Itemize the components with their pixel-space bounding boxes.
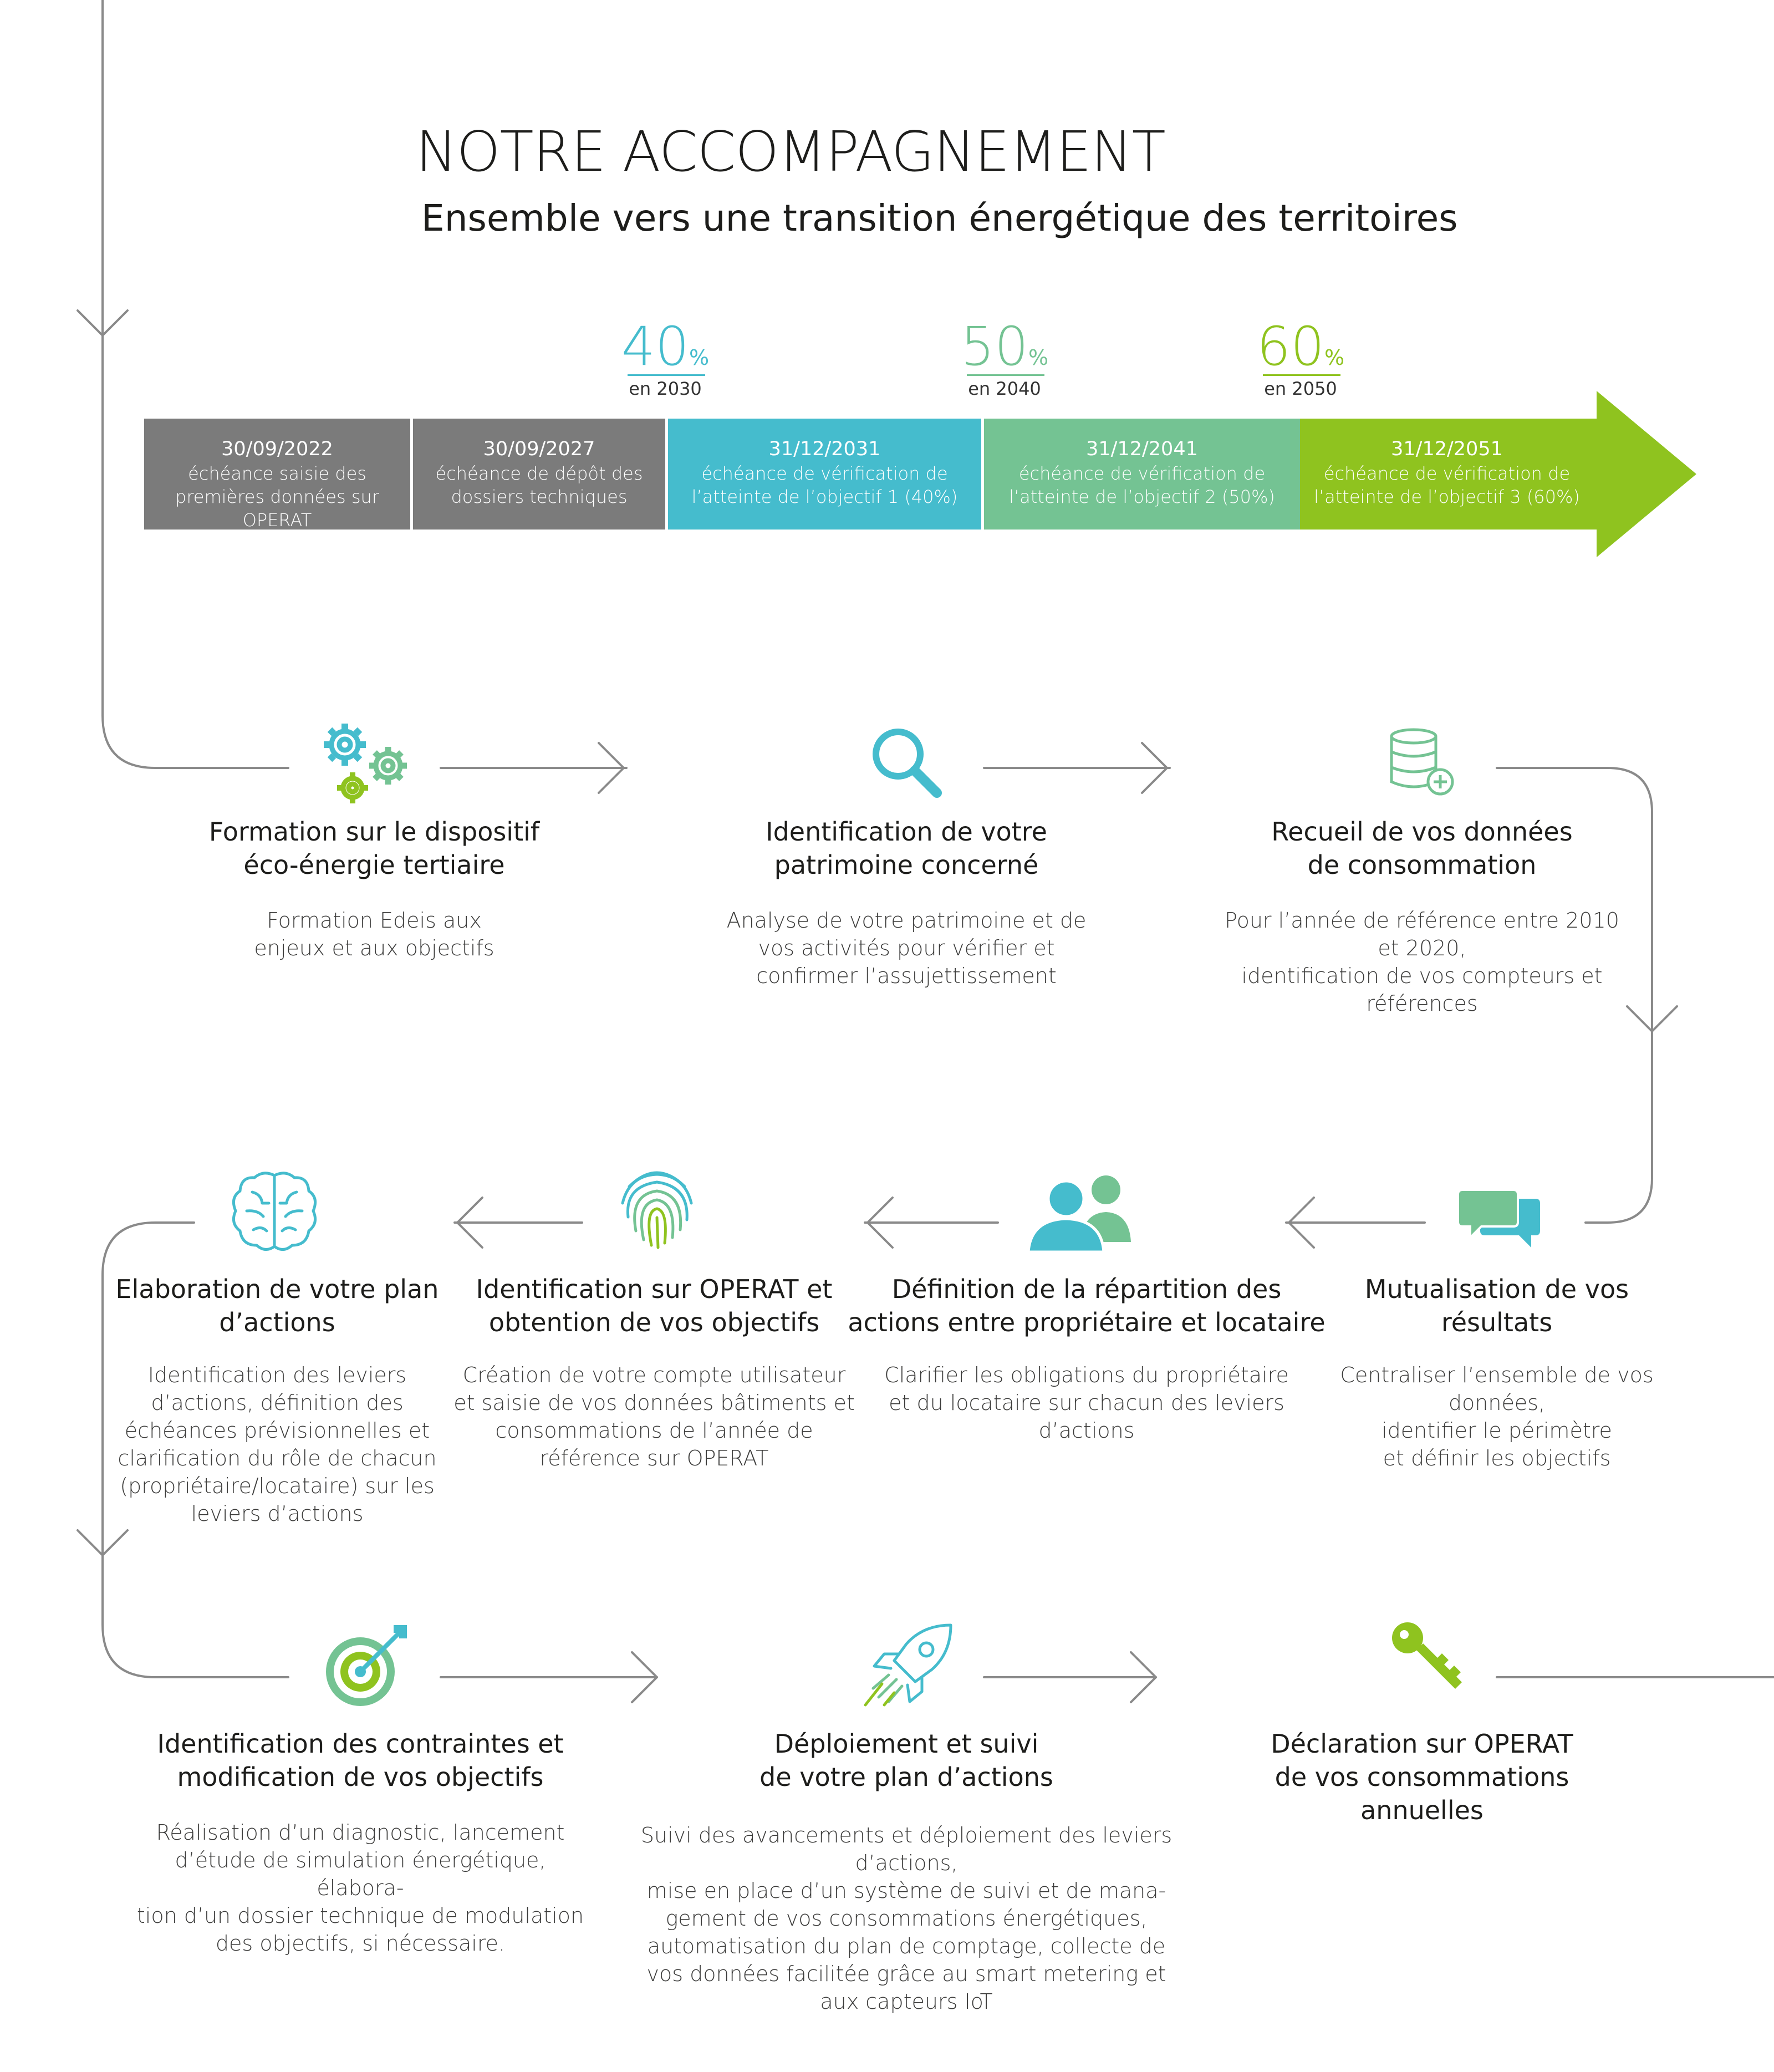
step-desc: Suivi des avancements et déploiement des…: [640, 1823, 1173, 2014]
page-title: NOTRE ACCOMPAGNEMENT: [416, 119, 1166, 184]
key-icon: [1392, 1622, 1462, 1689]
objective-year: en 2050: [1264, 378, 1337, 399]
timeline-step-1: 30/09/2022 échéance saisie des premières…: [144, 419, 410, 531]
timeline-desc: échéance de vérification de l’atteinte d…: [1009, 463, 1275, 507]
timeline-date: 31/12/2041: [1086, 438, 1198, 460]
objective-year: en 2030: [629, 378, 702, 399]
timeline-date: 30/09/2022: [221, 438, 333, 460]
step-title: Elaboration de votre plan d’actions: [115, 1274, 439, 1337]
objective-value: 60%: [1256, 315, 1345, 378]
step-desc: Formation Edeis aux enjeux et aux object…: [254, 908, 495, 960]
step-desc: Analyse de votre patrimoine et de vos ac…: [726, 908, 1087, 988]
objective-year: en 2040: [968, 378, 1041, 399]
timeline-desc: échéance saisie des premières données su…: [175, 463, 379, 531]
target-icon: [326, 1625, 407, 1706]
objective-underline: [628, 374, 705, 376]
gears-icon: [324, 724, 407, 803]
fingerprint-icon: [621, 1171, 693, 1249]
objective-underline: [967, 374, 1044, 376]
step-desc: Clarifier les obligations du propriétair…: [884, 1363, 1289, 1443]
rocket-icon: [864, 1623, 952, 1707]
page-subtitle: Ensemble vers une transition énergétique…: [421, 197, 1458, 240]
brain-icon: [232, 1172, 317, 1251]
timeline-step-4: 31/12/2041 échéance de vérification de l…: [984, 419, 1300, 530]
step-title: Mutualisation de vos résultats: [1364, 1274, 1629, 1337]
step-title: Identification sur OPERAT et obtention d…: [476, 1274, 833, 1337]
objective-value: 50%: [960, 315, 1049, 378]
step-title: Déploiement et suivi de votre plan d’act…: [759, 1729, 1053, 1792]
timeline-desc: échéance de vérification de l’atteinte d…: [1314, 463, 1580, 507]
step-title: Déclaration sur OPERAT de vos consommati…: [1271, 1729, 1573, 1825]
step-title: Définition de la répartition des actions…: [848, 1274, 1326, 1337]
step-desc: Identification des leviers d’actions, dé…: [118, 1363, 437, 1526]
chat-bubbles-icon: [1458, 1189, 1540, 1248]
step-desc: Pour l’année de référence entre 2010 et …: [1225, 908, 1619, 1016]
timeline-step-3: 31/12/2031 échéance de vérification de l…: [668, 419, 981, 530]
step-title: Identification des contraintes et modifi…: [157, 1729, 564, 1792]
timeline-step-2: 30/09/2027 échéance de dépôt des dossier…: [413, 419, 665, 530]
objective-underline: [1263, 374, 1340, 376]
step-desc: Création de votre compte utilisateur et …: [453, 1363, 855, 1470]
users-icon: [1027, 1175, 1131, 1253]
step-desc: Réalisation d’un diagnostic, lancement d…: [136, 1820, 584, 1956]
step-desc: Centraliser l’ensemble de vos données, i…: [1340, 1363, 1654, 1470]
database-icon: [1390, 728, 1454, 796]
timeline-desc: échéance de vérification de l’atteinte d…: [691, 463, 958, 507]
objective-value: 40%: [621, 315, 710, 378]
timeline-date: 31/12/2031: [768, 438, 881, 460]
timeline-arrowhead: [1297, 391, 1696, 557]
timeline-desc: échéance de dépôt des dossiers technique…: [435, 463, 643, 507]
step-title: Recueil de vos données de consommation: [1271, 817, 1573, 880]
timeline-date: 30/09/2027: [483, 438, 595, 460]
timeline-date: 31/12/2051: [1391, 438, 1503, 460]
step-title: Identification de votre patrimoine conce…: [766, 817, 1047, 880]
step-title: Formation sur le dispositif éco-énergie …: [208, 817, 540, 880]
timeline-step-5: 31/12/2051 échéance de vérification de l…: [1303, 419, 1591, 530]
magnifier-icon: [873, 729, 942, 798]
